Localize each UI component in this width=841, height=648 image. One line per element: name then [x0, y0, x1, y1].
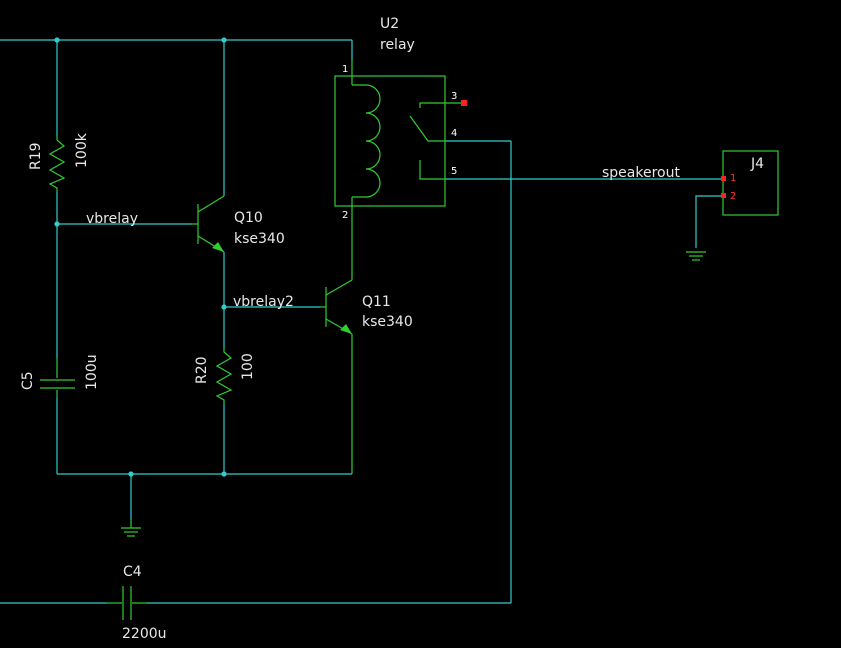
r20-ref: R20 — [194, 356, 210, 384]
u2-pin-5: 5 — [451, 166, 457, 177]
wire-j4-pin2[interactable] — [695, 195, 724, 248]
net-label-vbrelay: vbrelay — [86, 211, 138, 227]
relay-switch-arm-icon — [409, 115, 446, 142]
resistor-r20[interactable]: R20 100 — [194, 348, 256, 404]
u2-ref: U2 — [380, 16, 399, 32]
u2-pin-1: 1 — [342, 64, 348, 75]
relay-coil-icon — [352, 84, 381, 198]
relay-contact-nc — [419, 102, 445, 108]
q11-value: kse340 — [362, 314, 413, 330]
c4-ref: C4 — [123, 564, 142, 580]
j4-pin-1: 1 — [730, 173, 736, 184]
capacitor-c5[interactable]: C5 100u — [20, 354, 100, 398]
emitter-arrow-icon — [212, 242, 224, 252]
junctions — [54, 37, 227, 477]
ground-symbol-main[interactable] — [121, 520, 141, 537]
u2-pin-2: 2 — [342, 210, 348, 221]
junction-dot — [54, 221, 60, 227]
capacitor-c4[interactable]: C4 2200u — [107, 564, 167, 642]
q10-value: kse340 — [234, 231, 285, 247]
net-label-speakerout: speakerout — [602, 165, 680, 181]
q11-ref: Q11 — [362, 294, 391, 310]
junction-dot — [221, 37, 227, 43]
junction-dot — [221, 471, 227, 477]
no-connect-marker — [461, 100, 467, 106]
u2-pin-3: 3 — [451, 91, 457, 102]
c5-value: 100u — [84, 354, 100, 390]
net-label-vbrelay2: vbrelay2 — [233, 294, 294, 310]
connector-j4[interactable]: J4 1 2 — [721, 150, 779, 216]
c4-value: 2200u — [122, 626, 167, 642]
transistor-q10[interactable]: Q10 kse340 — [192, 195, 285, 253]
j4-pin-2: 2 — [730, 191, 736, 202]
j4-pin2-marker — [721, 193, 726, 198]
relay-contact-no — [419, 160, 446, 180]
r20-value: 100 — [240, 353, 256, 380]
emitter-arrow-icon — [340, 324, 352, 334]
relay-u2[interactable]: U2 relay 1 2 3 4 5 — [334, 16, 467, 221]
j4-pin1-marker — [721, 176, 726, 181]
resistor-r19[interactable]: R19 100k — [28, 132, 90, 192]
c5-ref: C5 — [20, 371, 36, 390]
j4-ref: J4 — [750, 156, 764, 172]
q10-ref: Q10 — [234, 210, 263, 226]
r19-value: 100k — [74, 132, 90, 168]
junction-dot — [221, 304, 227, 310]
transistor-q11[interactable]: Q11 kse340 — [320, 206, 413, 474]
junction-dot — [54, 37, 60, 43]
u2-pin-4: 4 — [451, 128, 457, 139]
ground-symbol-j4[interactable] — [686, 251, 706, 261]
junction-dot — [128, 471, 134, 477]
r19-ref: R19 — [28, 142, 44, 170]
u2-value: relay — [380, 37, 415, 53]
wires — [0, 39, 724, 604]
